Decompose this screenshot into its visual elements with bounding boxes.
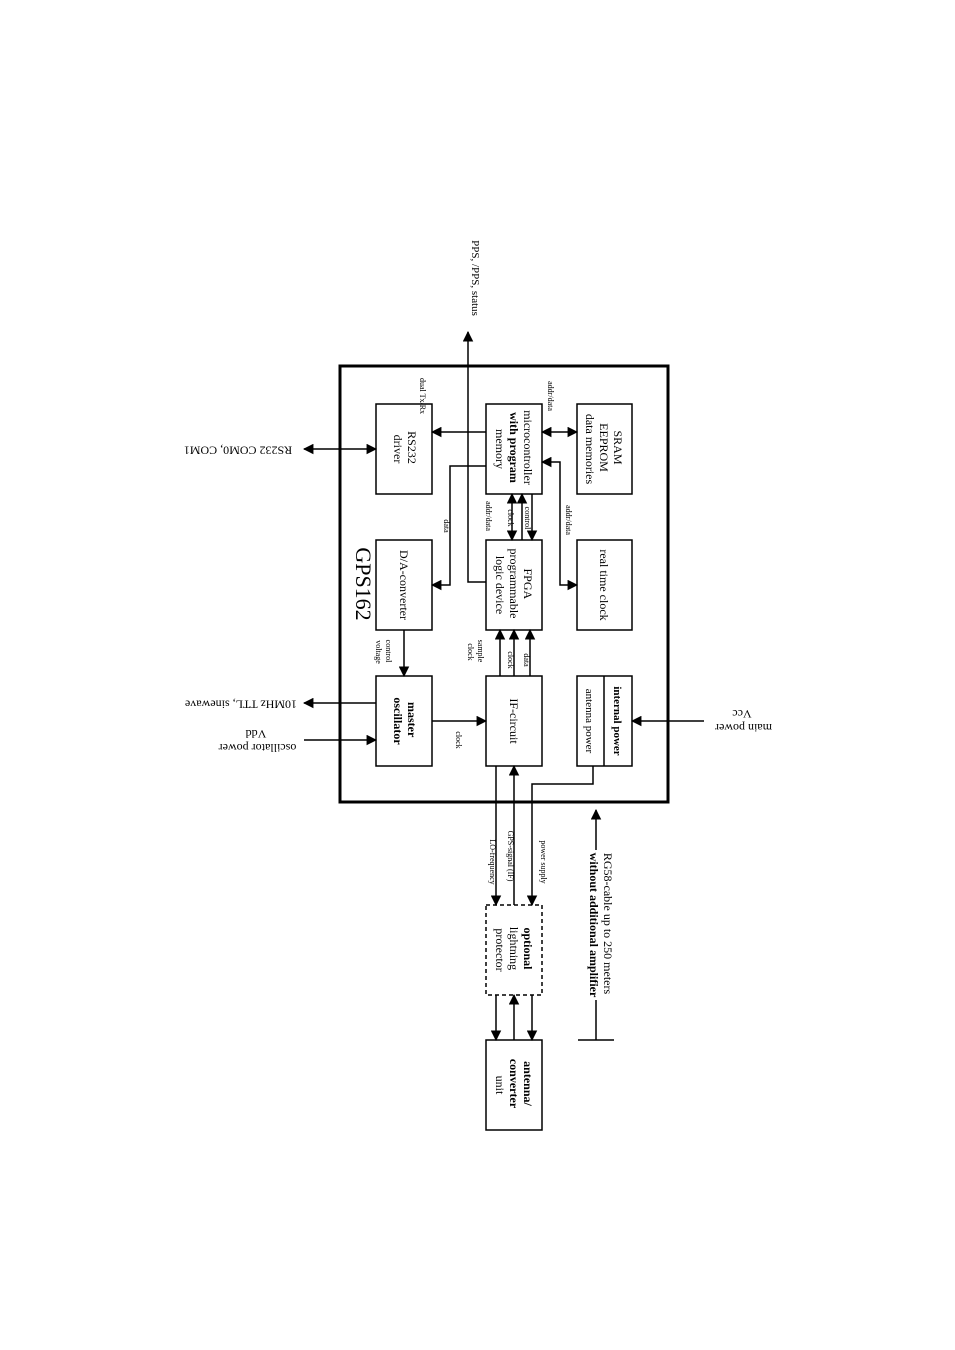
device-title: GPS162 (351, 547, 376, 620)
sample-clock-line: sample (476, 640, 485, 663)
addr-data-rtc-label: addr/data (564, 505, 573, 535)
osc-power-label: oscillator power Vdd (216, 727, 297, 755)
addr-data-rtc-arrow (540, 456, 579, 591)
control-voltage-label: control voltage (374, 640, 393, 665)
internal-power-label: internal power (611, 686, 623, 755)
gps162-enclosure (338, 364, 670, 804)
rs232-driver-line: driver (391, 435, 405, 464)
rtc-line: real time clock (597, 549, 611, 620)
da-converter-line: D/A-converter (397, 550, 411, 620)
antenna-unit-line: antenna/ (521, 1061, 535, 1106)
main-power-line: Vcc (732, 707, 751, 721)
lightning-protector-line: lightning (507, 927, 521, 970)
sram-block (576, 403, 633, 495)
sram-label: SRAM EEPROM data memories (583, 414, 625, 485)
if-circuit-line: IF-circuit (507, 698, 521, 744)
sram-line: SRAM (611, 430, 625, 464)
control-voltage-line: control (384, 640, 393, 663)
fpga-line: FPGA (521, 568, 535, 599)
main-power-label: main power Vcc (712, 707, 772, 735)
if-circuit-label: IF-circuit (507, 698, 521, 744)
fpga-line: logic device (493, 556, 507, 614)
power-supply-label: power supply (539, 840, 548, 883)
microcontroller-line: with program (507, 412, 521, 483)
microcontroller-line: microcontroller (521, 410, 535, 485)
rs232-driver-label: RS232 driver (391, 431, 419, 467)
data-fpga-label: data (522, 653, 531, 667)
data-da-label: data (442, 519, 451, 533)
sram-line: EEPROM (597, 423, 611, 472)
rs232-driver-line: RS232 (405, 431, 419, 464)
cable-line: without additional amplifier (587, 853, 601, 998)
dual-txrx-label: dual Tx/Rx (418, 378, 427, 414)
lightning-protector-line: optional (521, 927, 535, 970)
power-supply-arrow (526, 766, 594, 907)
antenna-unit-line: unit (493, 1076, 507, 1095)
antenna-unit-line: converter (507, 1059, 521, 1109)
master-oscillator-line: oscillator (391, 697, 405, 745)
addr-data-sram-label: addr/data (546, 381, 555, 411)
sram-line: data memories (583, 414, 597, 485)
clock-mid-label: clock (506, 509, 515, 526)
fpga-label: FPGA programmable logic device (493, 549, 535, 622)
da-converter-label: D/A-converter (397, 550, 411, 620)
addr-data-fpga-label: addr/data (484, 501, 493, 531)
control-voltage-line: voltage (374, 640, 383, 664)
microcontroller-line: memory (493, 429, 507, 469)
main-power-line: main power (715, 721, 772, 735)
pps-label: PPS, /PPS, status (469, 240, 481, 316)
clock-osc-label: clock (454, 731, 463, 748)
lightning-protector-label: optional lightning protector (493, 927, 535, 973)
microcontroller-label: microcontroller with program memory (493, 410, 535, 488)
gps-signal-label: GPS-signal (IF) (506, 831, 515, 882)
master-oscillator-label: master oscillator (391, 697, 419, 745)
ten-mhz-label: 10MHz TTL, sinewave (185, 697, 297, 711)
cable-line: RG58-cable up to 250 meters (601, 853, 615, 995)
lo-frequency-label: LO-frequency (488, 839, 497, 884)
osc-power-line: oscillator power (219, 741, 297, 755)
data-da-arrow (430, 465, 486, 591)
fpga-line: programmable (507, 549, 521, 619)
clock-fpga-label: clock (506, 651, 515, 668)
antenna-unit-label: antenna/ converter unit (493, 1059, 535, 1111)
master-oscillator-line: master (405, 702, 419, 738)
rtc-label: real time clock (597, 549, 611, 620)
rs232-com-label: RS232 COM0, COM1 (184, 443, 292, 457)
pps-line (462, 330, 486, 583)
antenna-power-label: antenna power (583, 689, 595, 754)
lightning-protector-line: protector (493, 928, 507, 971)
osc-power-line: Vdd (246, 727, 267, 741)
cable-label: RG58-cable up to 250 meters without addi… (587, 853, 615, 998)
control-label: control (523, 507, 532, 530)
sample-clock-line: clock (466, 643, 475, 660)
sample-clock-label: sample clock (466, 640, 485, 665)
